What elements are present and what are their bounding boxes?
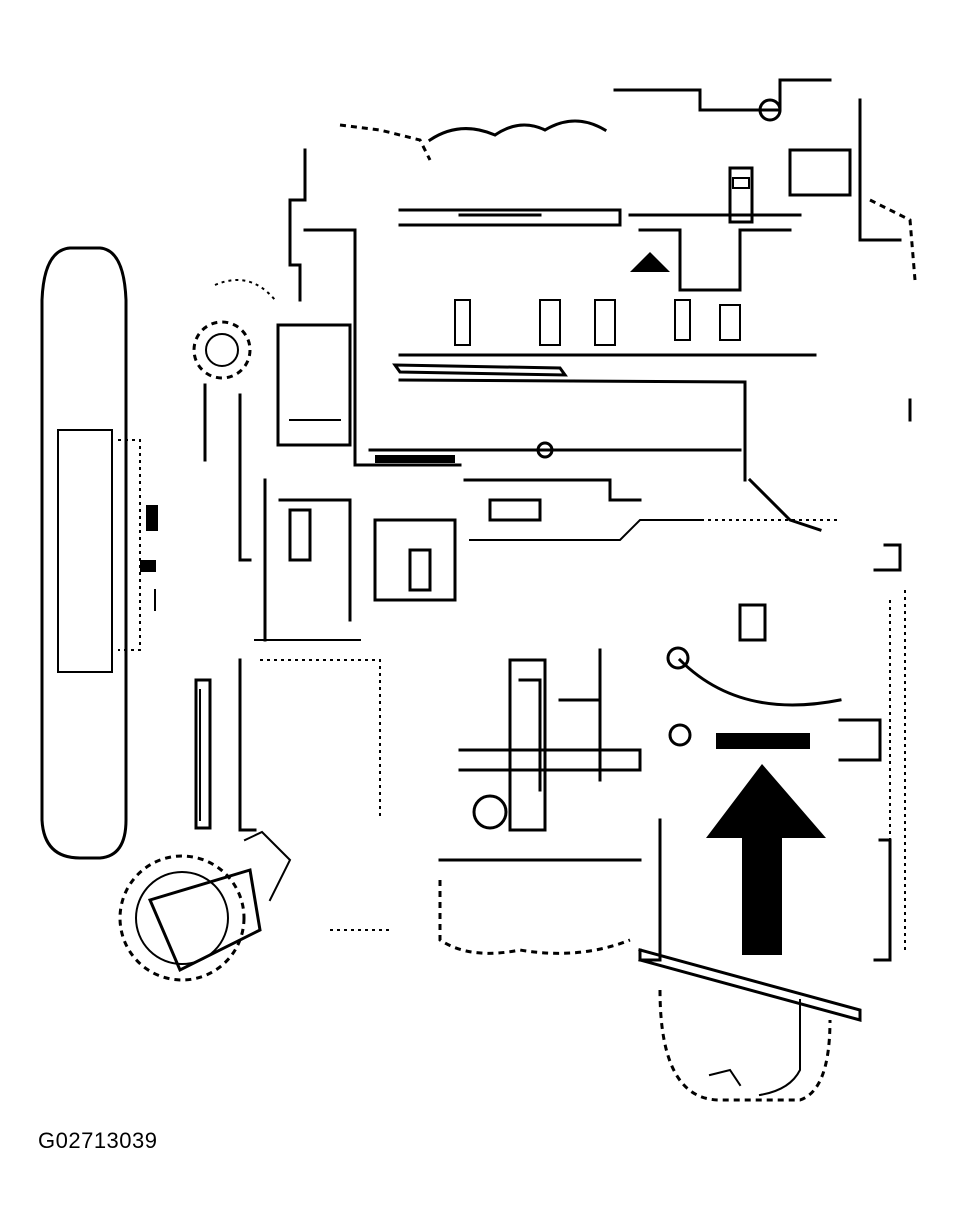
cooling-fan-belt [40,246,128,860]
oil-filter-housing [638,818,862,1102]
crankshaft-pulley [118,830,292,982]
figure-id-label: G02713039 [38,1128,158,1153]
engine-block [288,78,917,467]
oil-pan [330,648,642,955]
alternator [192,279,352,447]
arrow-up-icon [706,733,826,955]
fan-hub [118,439,158,651]
fuel-rail [368,363,747,482]
transmission-housing [666,398,912,962]
throttle-body [630,98,852,292]
cylinder-head [373,477,840,602]
accessory-bracket [194,383,381,832]
intake-manifold [398,208,817,357]
